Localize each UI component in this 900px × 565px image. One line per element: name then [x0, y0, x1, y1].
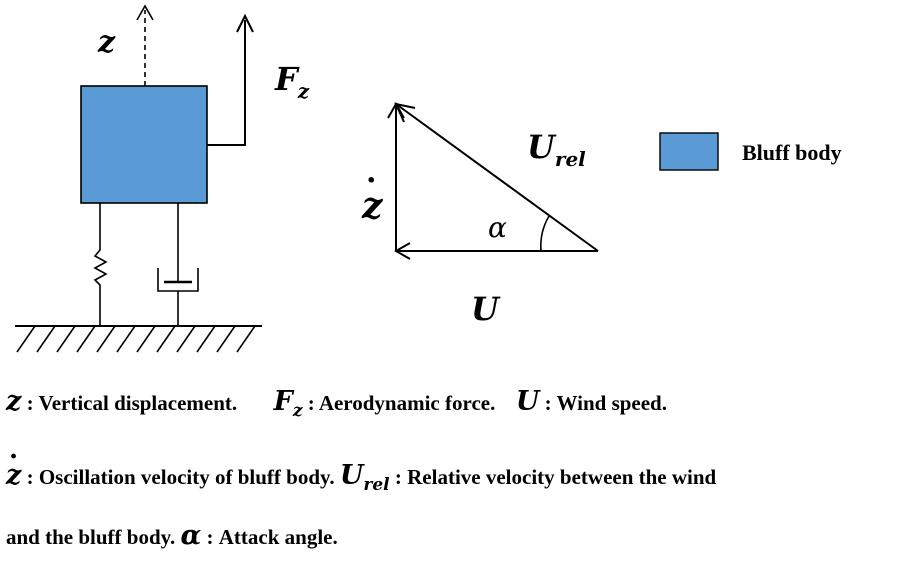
label-fz: Fz: [274, 60, 310, 103]
label-alpha: α: [488, 211, 507, 244]
caption-alpha-desc: : Attack angle.: [201, 525, 338, 549]
spring: [93, 203, 108, 326]
caption-zdot-symbol: z: [6, 442, 21, 491]
caption-urel-desc: : Relative velocity between the wind: [389, 465, 717, 489]
label-u: U: [471, 290, 501, 328]
displacement-arrow: [136, 4, 154, 86]
caption-line-2: z : Oscillation velocity of bluff body. …: [6, 442, 900, 495]
dot-mark: ·: [366, 163, 376, 198]
caption-u-desc: : Wind speed.: [539, 391, 667, 415]
attack-angle-arc: [540, 215, 550, 252]
label-z-dot: z: [361, 185, 384, 227]
legend: Bluff body: [659, 132, 842, 171]
caption-u-symbol: U: [515, 386, 540, 417]
caption-fz-desc: : Aerodynamic force.: [302, 391, 496, 415]
caption-z-symbol: z: [6, 386, 22, 417]
caption-fz-symbol: Fz: [273, 386, 303, 421]
legend-swatch: [659, 132, 719, 171]
label-urel: Urel: [527, 128, 586, 171]
force-arrow: [207, 13, 254, 146]
caption-line3-text: and the bluff body.: [6, 525, 176, 549]
legend-label: Bluff body: [742, 140, 842, 165]
caption-line-3: and the bluff body. α : Attack angle.: [6, 520, 900, 551]
ground: [15, 325, 262, 353]
bluff-body: [80, 85, 208, 204]
caption-z-desc: : Vertical displacement.: [21, 391, 238, 415]
velocity-triangle: [387, 101, 599, 260]
caption-line-1: z : Vertical displacement. Fz : Aerodyna…: [6, 386, 900, 421]
caption-urel-symbol: Urel: [339, 460, 390, 495]
label-z: z: [97, 25, 116, 60]
caption-zdot-desc: : Oscillation velocity of bluff body.: [21, 465, 335, 489]
caption-alpha-symbol: α: [180, 520, 202, 551]
damper: [157, 203, 199, 326]
